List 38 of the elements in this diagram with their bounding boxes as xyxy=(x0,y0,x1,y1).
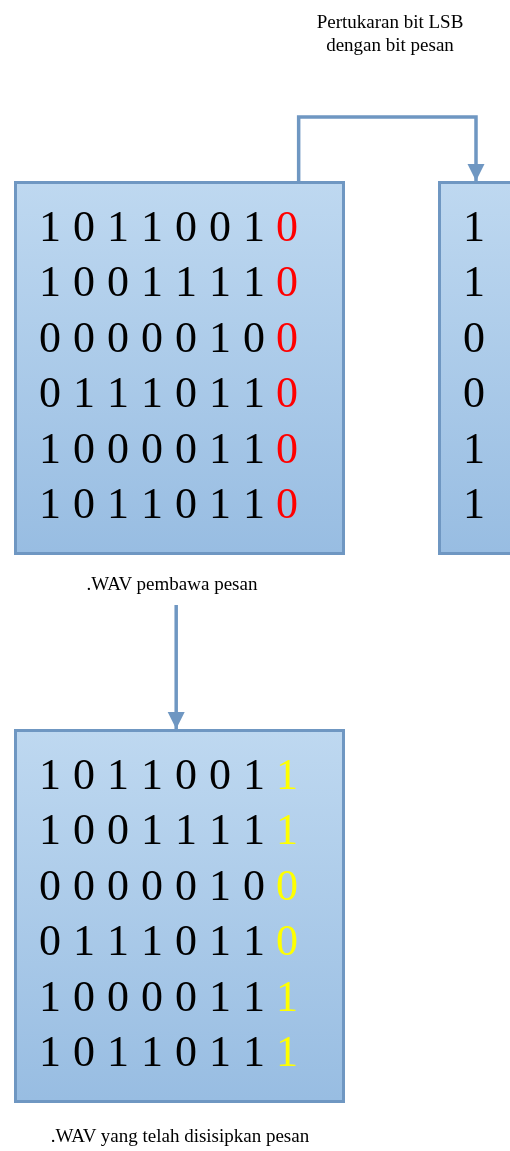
bit-sequence: 0 0 0 0 0 1 0 xyxy=(39,312,265,363)
edge-label: Pertukaran bit LSB dengan bit pesan xyxy=(315,10,465,56)
lsb-bit: 0 xyxy=(276,423,298,474)
lsb-bit: 1 xyxy=(276,1027,298,1078)
block-caption: .WAV yang telah disisipkan pesan xyxy=(50,1125,310,1147)
bit-sequence: 0 1 1 1 0 1 1 xyxy=(39,916,265,967)
bit-sequence: 0 0 0 0 0 1 0 xyxy=(39,860,265,911)
arrow xyxy=(167,605,185,729)
bit-sequence: 1 0 1 1 0 1 1 xyxy=(39,479,265,530)
lsb-bit: 0 xyxy=(276,312,298,363)
bit-sequence: 1 xyxy=(463,423,485,474)
arrow xyxy=(296,115,485,181)
bit-sequence: 0 1 1 1 0 1 1 xyxy=(39,368,265,419)
lsb-bit: 0 xyxy=(276,257,298,308)
data-block xyxy=(438,181,510,555)
bit-sequence: 1 xyxy=(463,479,485,530)
bit-sequence: 1 0 0 1 1 1 1 xyxy=(39,805,265,856)
bit-sequence: 1 0 1 1 0 0 1 xyxy=(39,749,265,800)
lsb-bit: 0 xyxy=(276,201,298,252)
lsb-bit: 1 xyxy=(276,749,298,800)
bit-sequence: 1 0 1 1 0 0 1 xyxy=(39,201,265,252)
bit-sequence: 0 xyxy=(463,312,485,363)
data-block xyxy=(14,181,345,555)
lsb-bit: 0 xyxy=(276,916,298,967)
bit-sequence: 1 0 0 1 1 1 1 xyxy=(39,257,265,308)
bit-sequence: 1 xyxy=(463,257,485,308)
block-caption: .WAV pembawa pesan xyxy=(86,573,258,595)
lsb-bit: 1 xyxy=(276,805,298,856)
lsb-bit: 0 xyxy=(276,368,298,419)
bit-sequence: 1 0 0 0 0 1 1 xyxy=(39,423,265,474)
lsb-bit: 0 xyxy=(276,860,298,911)
lsb-bit: 1 xyxy=(276,971,298,1022)
bit-sequence: 1 0 1 1 0 1 1 xyxy=(39,1027,265,1078)
data-block xyxy=(14,729,345,1103)
lsb-bit: 0 xyxy=(276,479,298,530)
bit-sequence: 1 xyxy=(463,201,485,252)
bit-sequence: 1 0 0 0 0 1 1 xyxy=(39,971,265,1022)
bit-sequence: 0 xyxy=(463,368,485,419)
